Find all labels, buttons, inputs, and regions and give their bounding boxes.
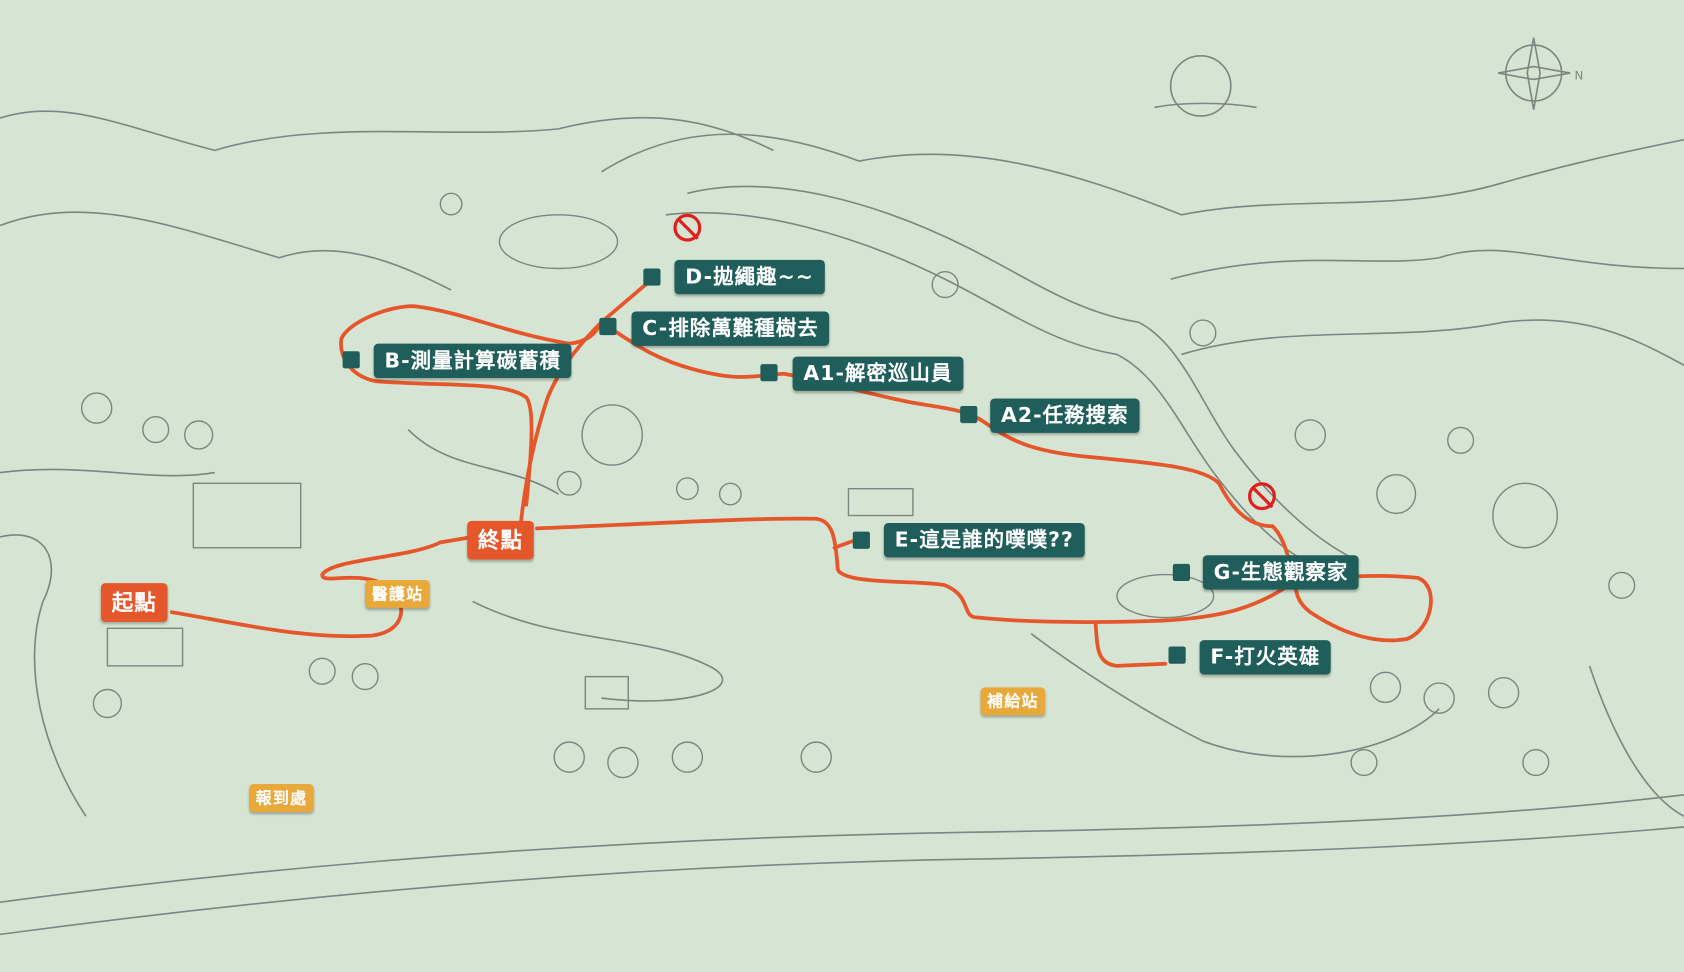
checkpoint-marker-f[interactable]	[1168, 646, 1186, 664]
checkpoint-d-label[interactable]: D-拋繩趣~~	[674, 259, 825, 295]
finish-label[interactable]: 終點	[467, 520, 534, 560]
checkpoint-b-label[interactable]: B-測量計算碳蓄積	[373, 343, 572, 379]
compass-north: N	[1574, 68, 1583, 82]
route	[169, 277, 1433, 668]
no-entry-icon	[673, 213, 702, 242]
supply-station-label[interactable]: 補給站	[980, 687, 1046, 716]
checkpoint-e-label[interactable]: E-這是誰的噗噗??	[883, 523, 1085, 558]
checkpoint-a2-label[interactable]: A2-任務搜索	[990, 398, 1140, 433]
checkpoint-marker-a2[interactable]	[960, 405, 978, 424]
start-label[interactable]: 起點	[100, 583, 168, 622]
checkpoint-marker-g[interactable]	[1172, 563, 1190, 582]
checkin-label[interactable]: 報到處	[249, 784, 314, 812]
checkpoint-g-label[interactable]: G-生態觀察家	[1202, 555, 1360, 590]
checkpoint-marker-a1[interactable]	[760, 364, 778, 382]
trees	[80, 192, 1636, 779]
sun-icon	[1154, 55, 1257, 117]
checkpoint-marker-d[interactable]	[643, 268, 661, 286]
no-entry-icon	[1247, 482, 1276, 511]
checkpoint-marker-c[interactable]	[599, 317, 617, 336]
checkpoint-f-label[interactable]: F-打火英雄	[1199, 640, 1331, 675]
checkpoint-a1-label[interactable]: A1-解密巡山員	[792, 356, 964, 391]
medical-station-label[interactable]: 醫護站	[365, 579, 430, 608]
compass-icon	[1498, 37, 1571, 110]
checkpoint-marker-b[interactable]	[342, 351, 360, 369]
hills	[0, 110, 1684, 936]
checkpoint-c-label[interactable]: C-排除萬難種樹去	[631, 311, 830, 346]
checkpoint-marker-e[interactable]	[852, 531, 870, 549]
